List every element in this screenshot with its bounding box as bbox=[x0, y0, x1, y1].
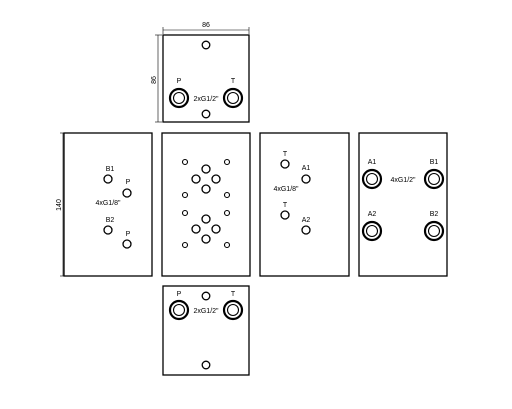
port-b2 bbox=[423, 220, 445, 242]
height-dimension-top-label: 86 bbox=[151, 76, 158, 84]
bottom-panel-thread-label: 2xG1/2" bbox=[193, 308, 219, 315]
top-panel-label-t: T bbox=[231, 78, 236, 85]
port-t bbox=[222, 299, 244, 321]
port-b2 bbox=[103, 225, 113, 235]
port-b1 bbox=[103, 174, 113, 184]
fr-panel-thread-label: 4xG1/2" bbox=[390, 177, 416, 184]
cluster-hole bbox=[211, 224, 221, 234]
bottom-panel-label-t: T bbox=[231, 291, 236, 298]
mr-panel-thread-label: 4xG1/8" bbox=[273, 186, 299, 193]
width-dimension-label: 86 bbox=[202, 22, 210, 29]
cluster-hole bbox=[201, 184, 211, 194]
bolt-hole bbox=[223, 241, 231, 249]
center-panel bbox=[161, 132, 251, 277]
top-panel: P T 2xG1/2" bbox=[162, 34, 250, 123]
bolt-hole bbox=[223, 158, 231, 166]
height-dimension-top: 86 bbox=[151, 34, 162, 123]
bolt-hole bbox=[181, 158, 189, 166]
mounting-hole bbox=[201, 109, 211, 119]
port-a1 bbox=[361, 168, 383, 190]
fr-panel-label-b1: B1 bbox=[430, 159, 439, 166]
mr-panel-label-t2: T bbox=[283, 202, 288, 209]
bolt-hole bbox=[181, 241, 189, 249]
bolt-hole bbox=[223, 209, 231, 217]
mr-panel-label-a2: A2 bbox=[302, 217, 311, 224]
height-dimension-side-label: 140 bbox=[56, 199, 63, 211]
port-p bbox=[168, 299, 190, 321]
port-a2 bbox=[361, 220, 383, 242]
mr-panel-label-t1: T bbox=[283, 151, 288, 158]
left-panel-thread-label: 4xG1/8" bbox=[95, 200, 121, 207]
far-right-panel: A1 B1 4xG1/2" A2 B2 bbox=[358, 132, 448, 277]
bolt-hole bbox=[181, 209, 189, 217]
cluster-hole bbox=[191, 224, 201, 234]
fr-panel-label-a1: A1 bbox=[368, 159, 377, 166]
mr-panel-label-a1: A1 bbox=[302, 165, 311, 172]
bolt-hole bbox=[223, 191, 231, 199]
fr-panel-label-b2: B2 bbox=[430, 211, 439, 218]
port-t2 bbox=[280, 210, 290, 220]
top-panel-label-p: P bbox=[177, 78, 182, 85]
port-p1 bbox=[122, 188, 132, 198]
port-p bbox=[168, 87, 190, 109]
top-panel-thread-label: 2xG1/2" bbox=[193, 96, 219, 103]
left-panel-label-p2: P bbox=[126, 231, 131, 238]
port-p2 bbox=[122, 239, 132, 249]
port-a2 bbox=[301, 225, 311, 235]
bottom-panel: P T 2xG1/2" bbox=[162, 285, 250, 376]
bolt-hole bbox=[181, 191, 189, 199]
width-dimension: 86 bbox=[162, 22, 250, 34]
middle-right-panel: T A1 4xG1/8" T A2 bbox=[259, 132, 350, 277]
cluster-hole bbox=[201, 234, 211, 244]
cluster-hole bbox=[211, 174, 221, 184]
left-panel-label-p1: P bbox=[126, 179, 131, 186]
left-panel-label-b1: B1 bbox=[106, 166, 115, 173]
cluster-hole bbox=[191, 174, 201, 184]
left-panel-label-b2: B2 bbox=[106, 217, 115, 224]
port-b1 bbox=[423, 168, 445, 190]
fr-panel-label-a2: A2 bbox=[368, 211, 377, 218]
cluster-hole bbox=[201, 214, 211, 224]
port-t bbox=[222, 87, 244, 109]
mounting-hole bbox=[201, 40, 211, 50]
left-panel: B1 P 4xG1/8" B2 P bbox=[63, 132, 153, 277]
mounting-hole bbox=[201, 360, 211, 370]
cluster-hole bbox=[201, 164, 211, 174]
mounting-hole bbox=[201, 291, 211, 301]
bottom-panel-label-p: P bbox=[177, 291, 182, 298]
port-a1 bbox=[301, 174, 311, 184]
port-t1 bbox=[280, 159, 290, 169]
